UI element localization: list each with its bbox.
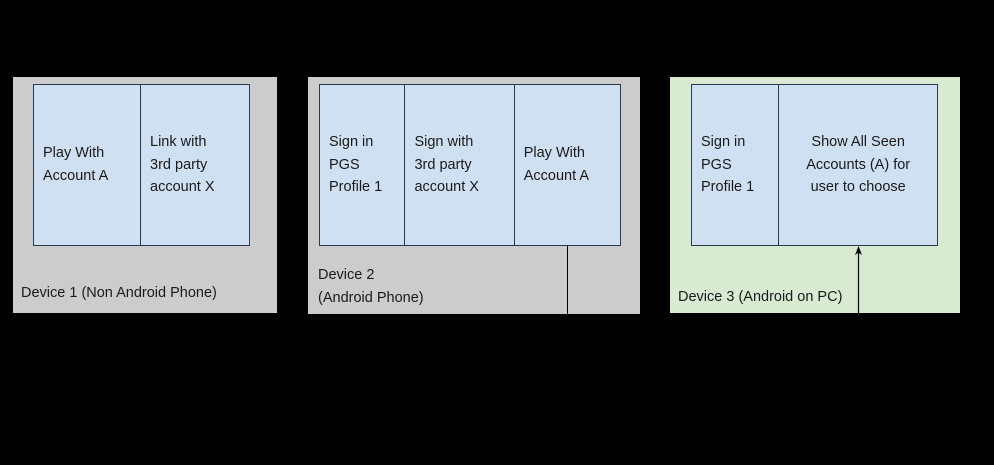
flow-box-device-3: Sign in PGS Profile 1 Show All Seen Acco…: [691, 84, 938, 246]
flow-cell-sign-in-pgs-profile-1-device-2[interactable]: Sign in PGS Profile 1: [320, 85, 406, 245]
flow-cell-link-with-3rd-party-account-x[interactable]: Link with 3rd party account X: [150, 134, 215, 196]
connector-line-device-2: [567, 246, 568, 314]
flow-cell-play-with-account-a[interactable]: Play With Account A: [34, 85, 142, 245]
flow-cell-sign-in-pgs-profile-1-device-3[interactable]: Sign in PGS Profile 1: [692, 85, 780, 245]
device-label-device-3: Device 3 (Android on PC): [678, 289, 843, 305]
flow-box-device-2: Sign in PGS Profile 1 Sign with 3rd part…: [319, 84, 621, 246]
device-label-device-1: Device 1 (Non Android Phone): [21, 285, 217, 301]
flow-cell-play-with-account-a-device-2[interactable]: Play With Account A: [523, 145, 590, 184]
flow-box-device-1: Play With Account A Link with 3rd party …: [33, 84, 250, 246]
arrow-up-icon-device-3: [855, 246, 862, 317]
flow-cell-sign-with-3rd-party-account-x[interactable]: Sign with 3rd party account X: [405, 85, 515, 245]
device-label-device-2: Device 2 (Android Phone): [318, 267, 424, 306]
flow-cell-show-all-seen-accounts[interactable]: Show All Seen Accounts (A) for user to c…: [806, 134, 911, 196]
